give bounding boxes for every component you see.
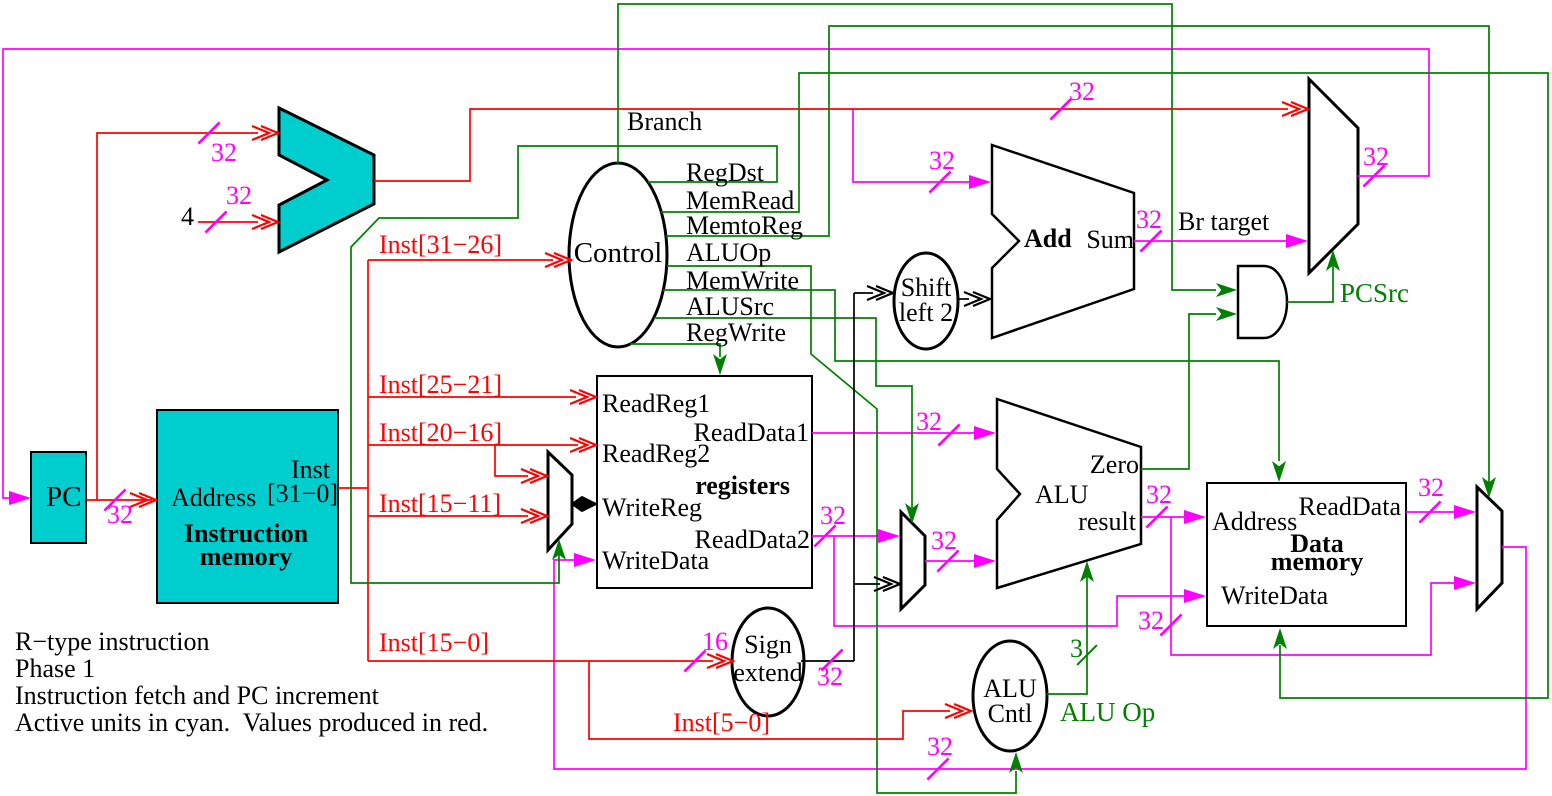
svg-text:ReadData: ReadData [1298, 492, 1401, 521]
svg-text:32: 32 [929, 146, 955, 175]
svg-text:32: 32 [817, 662, 843, 691]
svg-text:32: 32 [931, 526, 957, 555]
svg-text:left 2: left 2 [899, 298, 953, 327]
svg-text:Cntl: Cntl [988, 699, 1033, 728]
svg-text:ALU: ALU [983, 674, 1037, 703]
svg-text:WriteData: WriteData [602, 546, 710, 575]
svg-text:Inst[20−16]: Inst[20−16] [379, 418, 502, 447]
svg-text:3: 3 [1070, 634, 1083, 663]
svg-text:32: 32 [211, 138, 237, 167]
svg-text:MemWrite: MemWrite [686, 266, 799, 295]
svg-text:4: 4 [181, 202, 194, 231]
svg-text:32: 32 [1136, 205, 1162, 234]
svg-text:Inst: Inst [291, 455, 331, 484]
svg-text:32: 32 [916, 407, 942, 436]
svg-text:Branch: Branch [627, 107, 702, 136]
svg-text:ALU: ALU [1035, 480, 1089, 509]
svg-text:32: 32 [1069, 77, 1095, 106]
svg-text:[31−0]: [31−0] [267, 479, 338, 508]
svg-text:MemRead: MemRead [686, 186, 794, 215]
svg-text:32: 32 [1363, 142, 1389, 171]
svg-text:ReadData1: ReadData1 [693, 418, 809, 447]
svg-text:R−type instruction: R−type instruction [15, 627, 209, 656]
svg-text:ALUOp: ALUOp [686, 238, 771, 267]
svg-text:Sum: Sum [1086, 225, 1134, 254]
svg-text:Inst[25−21]: Inst[25−21] [379, 370, 502, 399]
svg-text:WriteReg: WriteReg [602, 493, 702, 522]
svg-text:Active units in cyan. Values: Active units in cyan. Values produced in… [15, 708, 488, 737]
svg-text:32: 32 [1146, 480, 1172, 509]
svg-text:Instruction fetch and PC incre: Instruction fetch and PC increment [15, 681, 380, 710]
svg-text:Inst[15−11]: Inst[15−11] [379, 489, 501, 518]
svg-text:PC: PC [46, 481, 81, 513]
svg-text:Shift: Shift [901, 273, 952, 302]
svg-text:Br target: Br target [1178, 207, 1270, 236]
svg-text:result: result [1078, 507, 1137, 536]
svg-text:Inst[31−26]: Inst[31−26] [379, 230, 502, 259]
svg-text:WriteData: WriteData [1221, 581, 1329, 610]
svg-text:extend: extend [733, 658, 802, 687]
svg-text:Control: Control [574, 237, 663, 269]
svg-text:ReadData2: ReadData2 [694, 525, 810, 554]
svg-text:16: 16 [702, 627, 728, 656]
svg-text:Sign: Sign [744, 630, 792, 659]
svg-text:memory: memory [200, 542, 292, 571]
svg-text:Address: Address [171, 483, 256, 512]
svg-text:Zero: Zero [1090, 450, 1139, 479]
svg-text:RegDst: RegDst [686, 158, 765, 187]
svg-text:32: 32 [1138, 606, 1164, 635]
svg-text:Phase 1: Phase 1 [15, 654, 95, 683]
svg-text:Inst[15−0]: Inst[15−0] [379, 628, 489, 657]
svg-text:32: 32 [820, 501, 846, 530]
svg-text:RegWrite: RegWrite [686, 318, 786, 347]
svg-text:memory: memory [1271, 547, 1363, 576]
svg-text:ALUSrc: ALUSrc [686, 292, 774, 321]
svg-text:ALU Op: ALU Op [1060, 697, 1155, 727]
svg-text:PCSrc: PCSrc [1340, 278, 1409, 308]
svg-text:Data: Data [1290, 529, 1343, 558]
svg-text:MemtoReg: MemtoReg [686, 211, 803, 240]
svg-text:registers: registers [695, 471, 790, 500]
svg-text:ReadReg1: ReadReg1 [602, 389, 710, 418]
svg-text:32: 32 [927, 732, 953, 761]
svg-text:Add: Add [1024, 224, 1072, 253]
svg-text:32: 32 [1418, 473, 1444, 502]
svg-text:32: 32 [226, 181, 252, 210]
svg-text:Inst[5−0]: Inst[5−0] [673, 708, 770, 737]
svg-text:32: 32 [107, 500, 133, 529]
svg-text:ReadReg2: ReadReg2 [602, 439, 710, 468]
svg-text:Instruction: Instruction [184, 519, 309, 548]
svg-text:Address: Address [1212, 507, 1297, 536]
